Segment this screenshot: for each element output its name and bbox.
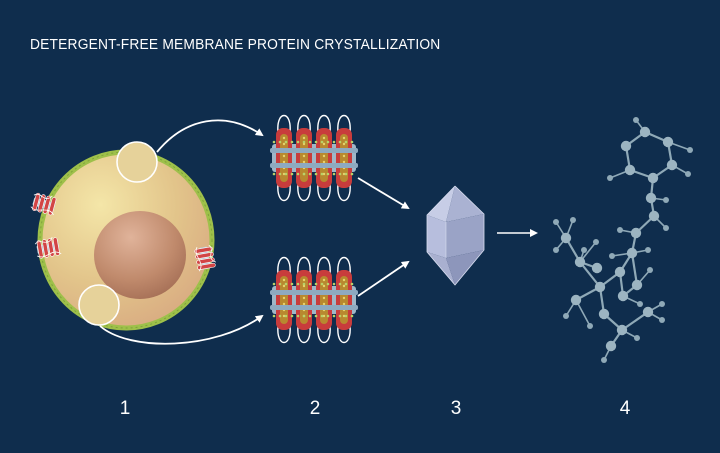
step-number-2: 2 [309,398,321,419]
membrane-protein-icon [194,244,217,272]
arrow-icon [99,314,264,345]
step-number-1: 1 [119,398,131,419]
arrow-icon [156,119,264,153]
zoom-circle-top [116,141,158,183]
zoom-circle-bottom [78,284,120,326]
membrane-protein-icon [34,236,62,259]
protein-assembly-icon [270,114,358,202]
step-number-3: 3 [450,398,462,419]
diagram-title: DETERGENT-FREE MEMBRANE PROTEIN CRYSTALL… [30,36,441,53]
arrow-icon [357,260,410,297]
molecular-structure-icon [553,117,693,363]
crystal-icon [426,185,485,286]
arrow-icon [357,177,410,210]
step-number-4: 4 [619,398,631,419]
protein-assembly-icon [270,256,358,344]
membrane-protein-icon [30,192,57,216]
nucleus-icon [94,211,186,299]
cell-icon [37,149,215,331]
